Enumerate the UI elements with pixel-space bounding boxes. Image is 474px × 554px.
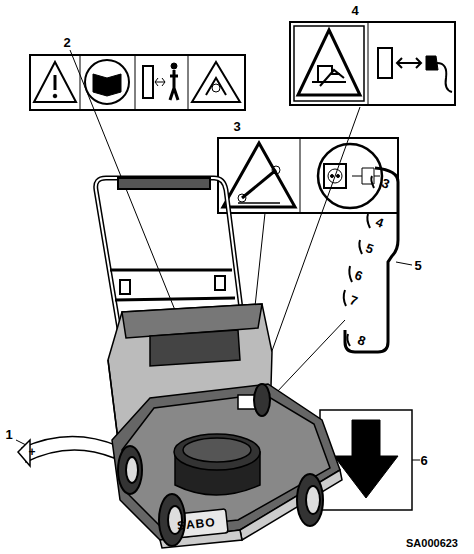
decal-2-part xyxy=(135,55,136,110)
decal-4-part xyxy=(437,63,452,92)
deck-part xyxy=(112,384,340,540)
callout-number: 1 xyxy=(5,428,12,441)
decal-4-part xyxy=(320,70,344,86)
scale-number: 5 xyxy=(364,241,375,256)
callout-number: 5 xyxy=(414,259,421,272)
decal-4-part xyxy=(294,26,364,101)
decal-3-part xyxy=(272,166,280,174)
callout-number: 3 xyxy=(233,120,240,133)
deck-part xyxy=(122,394,330,528)
scale-number: 4 xyxy=(374,215,385,230)
decal-3-part xyxy=(328,169,342,183)
decal-2-part xyxy=(54,75,57,90)
decal-2-part xyxy=(192,62,240,102)
decal-2-part xyxy=(34,62,76,102)
wheels-part xyxy=(297,474,323,526)
decal-3-part xyxy=(223,143,295,207)
height-scale-decal-part xyxy=(345,168,398,352)
callout-number: 2 xyxy=(63,36,70,49)
decal-3-part xyxy=(331,175,334,178)
leader-lines-part xyxy=(396,262,412,265)
wheels-part xyxy=(306,486,320,514)
motor-housing-part xyxy=(174,434,260,470)
motor-housing-part xyxy=(183,438,251,462)
deck xyxy=(112,384,342,548)
direction-arrow-1-part xyxy=(22,436,118,462)
wheels-part xyxy=(126,457,138,483)
decal-2-part xyxy=(171,63,177,69)
decal-3-part xyxy=(300,138,301,213)
grass-bag-part xyxy=(108,360,118,440)
scale-number: 6 xyxy=(353,268,364,283)
decal-2-part xyxy=(143,66,153,98)
callout-number: 6 xyxy=(420,454,427,467)
decal-6-part xyxy=(334,420,398,498)
direction-arrow-1 xyxy=(18,436,118,466)
height-scale-decal-part xyxy=(367,214,370,228)
brand-plate-text: SABO xyxy=(176,516,216,532)
handle-part xyxy=(120,280,130,294)
decal-2-part xyxy=(170,70,178,100)
scale-number: 7 xyxy=(348,293,359,308)
motor-housing xyxy=(174,395,260,495)
height-scale-decal-part xyxy=(349,266,352,282)
decal-3-part xyxy=(352,168,380,184)
handle-part xyxy=(118,178,210,189)
handle-part xyxy=(110,269,232,272)
decal-3-part xyxy=(238,194,246,202)
height-scale-decal xyxy=(344,168,398,352)
handle-part xyxy=(215,276,225,290)
decal-2-part xyxy=(85,60,129,104)
figure-code: SA000623 xyxy=(406,538,458,549)
height-scale-decal-part xyxy=(359,240,362,254)
decal-2-part xyxy=(206,78,226,95)
plus-sign: + xyxy=(28,446,35,458)
height-scale-decal-part xyxy=(371,176,374,188)
scale-number: 8 xyxy=(356,333,367,348)
decal-2-part xyxy=(155,78,165,86)
wheels xyxy=(118,384,323,546)
decal-3-part xyxy=(337,175,340,178)
decal-4-part xyxy=(426,56,438,70)
decal-2-part xyxy=(30,55,245,110)
decal-4-part xyxy=(397,58,421,68)
wheels-part xyxy=(118,446,142,494)
decal-2-part xyxy=(155,82,165,83)
decal-3-part xyxy=(238,202,280,204)
wheels-part xyxy=(254,384,270,416)
leader-lines-part xyxy=(412,460,420,461)
decal-3 xyxy=(218,138,398,213)
callout-number: 4 xyxy=(351,4,358,17)
decal-3-part xyxy=(318,144,382,208)
decal-2-part xyxy=(93,74,121,96)
decal-3-part xyxy=(242,170,276,198)
decal-4-part xyxy=(290,22,455,105)
decal-2 xyxy=(30,55,245,110)
decal-2-part xyxy=(80,55,81,110)
decal-2-part xyxy=(53,94,57,98)
handle-part xyxy=(115,298,235,300)
grass-bag-part xyxy=(150,330,240,366)
decal-2-part xyxy=(212,84,220,92)
decal-3-part xyxy=(218,138,398,213)
decal-2-part xyxy=(188,55,189,110)
decal-4 xyxy=(290,22,455,105)
height-scale-decal-part xyxy=(344,290,346,306)
decal-4-part xyxy=(298,30,360,95)
decal-3-part xyxy=(324,164,346,188)
decal-4-part xyxy=(312,66,346,82)
decal-4-part xyxy=(378,48,392,78)
decal-4-part xyxy=(368,22,369,105)
height-scale-decal-part xyxy=(347,334,350,346)
direction-arrow-1-part xyxy=(18,440,30,466)
